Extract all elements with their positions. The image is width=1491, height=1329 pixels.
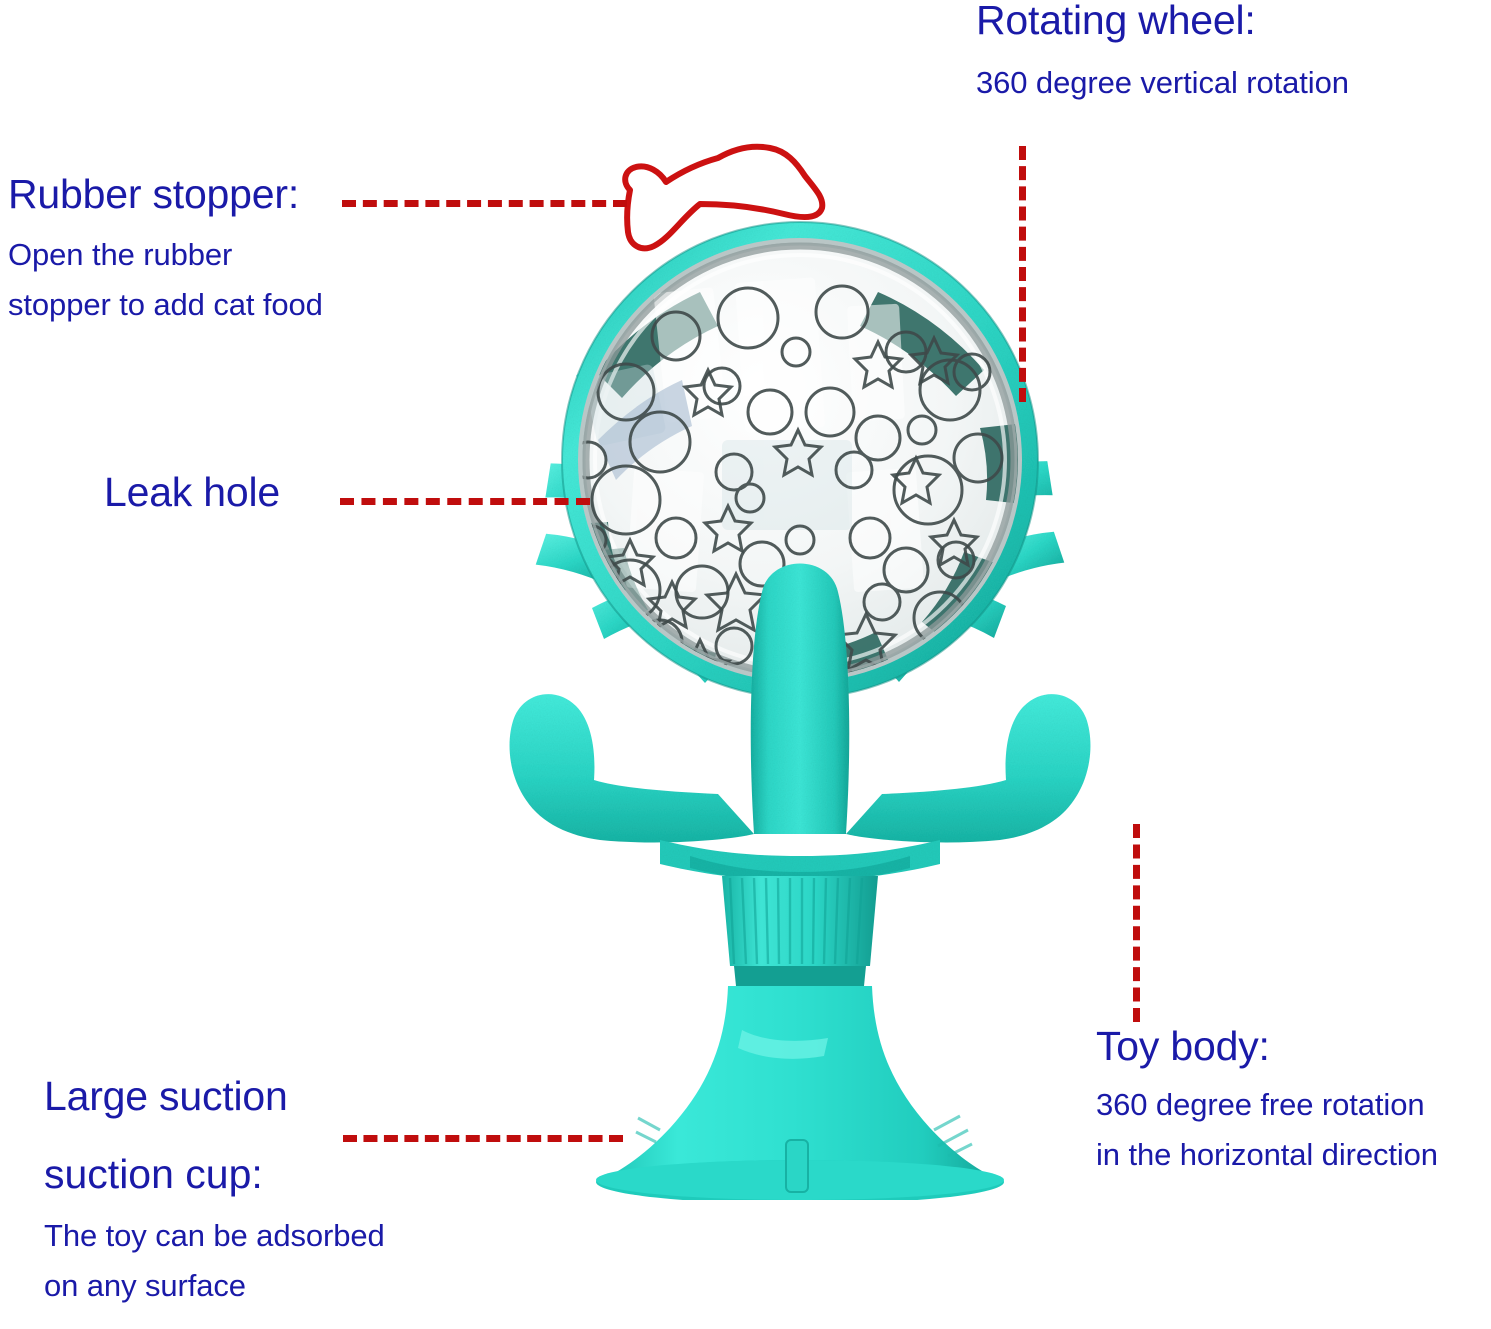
callout-line-suction-cup-1: The toy can be adsorbed: [44, 1217, 385, 1253]
callout-title-toy-body: Toy body:: [1096, 1023, 1270, 1069]
callout-title-suction-cup-1: Large suction: [44, 1073, 288, 1119]
rotating-wheel-drum: [578, 238, 1022, 682]
callout-line-toy-body-1: 360 degree free rotation: [1096, 1087, 1425, 1123]
callout-title-suction-cup-2: suction cup:: [44, 1151, 263, 1198]
suction-cup: [596, 986, 1004, 1200]
callout-title-leak-hole: Leak hole: [104, 469, 281, 515]
callout-rubber-stopper: Rubber stopper: Open the rubber stopper …: [8, 172, 323, 331]
leader-line-suction-cup: [343, 1135, 623, 1142]
callout-leak-hole: Leak hole: [104, 469, 281, 515]
callout-line-rubber-stopper-1: Open the rubber: [8, 237, 233, 273]
callout-suction-cup: Large suction suction cup: The toy can b…: [44, 1074, 385, 1311]
ribbed-collar: [722, 876, 878, 986]
leader-line-rotating-wheel: [1019, 146, 1026, 402]
callout-toy-body: Toy body: 360 degree free rotation in th…: [1096, 1024, 1438, 1181]
callout-rotating-wheel: Rotating wheel: 360 degree vertical rota…: [976, 0, 1349, 108]
leader-line-rubber-stopper: [342, 200, 627, 207]
callout-line-suction-cup-2: on any surface: [44, 1267, 246, 1303]
callout-title-rubber-stopper: Rubber stopper:: [8, 171, 300, 217]
leader-line-toy-body: [1133, 824, 1140, 1022]
callout-line-rotating-wheel-1: 360 degree vertical rotation: [976, 65, 1349, 101]
product-illustration: [330, 140, 1170, 1200]
callout-line-rubber-stopper-2: stopper to add cat food: [8, 287, 323, 323]
callout-title-rotating-wheel: Rotating wheel:: [976, 0, 1256, 43]
suction-release-tab: [785, 1139, 809, 1193]
toy-body: [509, 563, 1091, 882]
leader-line-leak-hole: [340, 498, 590, 505]
callout-line-toy-body-2: in the horizontal direction: [1096, 1137, 1438, 1173]
